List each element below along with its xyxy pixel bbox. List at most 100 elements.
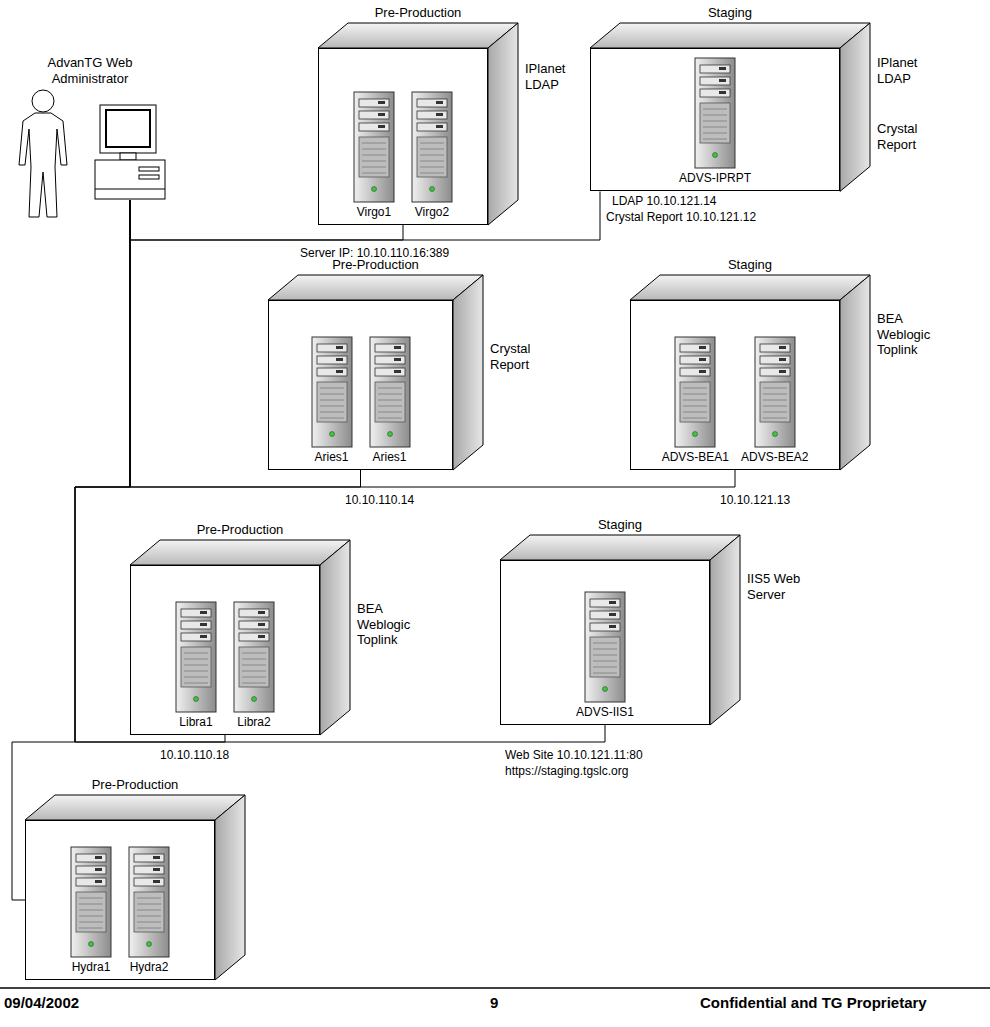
server-icon bbox=[582, 591, 628, 703]
vent-line bbox=[378, 393, 402, 394]
drive-bay bbox=[375, 368, 405, 376]
drive-bay bbox=[375, 356, 405, 364]
drive-slot bbox=[394, 358, 401, 361]
administrator-node: AdvanTG Web Administrator bbox=[15, 55, 175, 200]
box-side-face bbox=[215, 795, 245, 980]
vent-panel bbox=[760, 382, 790, 422]
server-icon bbox=[672, 336, 718, 448]
drive-slot bbox=[436, 125, 443, 128]
drive-slot bbox=[779, 346, 786, 349]
box-side-face bbox=[320, 540, 350, 735]
server-group-box: StagingBEA Weblogic ToplinkADVS-BEA1ADVS… bbox=[630, 300, 840, 470]
drive-bay bbox=[680, 344, 710, 352]
vent-line bbox=[184, 658, 208, 659]
drive-bay bbox=[700, 77, 730, 85]
drive-bay bbox=[317, 344, 347, 352]
server-icon bbox=[126, 846, 172, 958]
vent-line bbox=[242, 676, 266, 677]
vent-line bbox=[320, 399, 344, 400]
vent-line bbox=[362, 172, 386, 173]
drive-slot bbox=[336, 358, 343, 361]
server-case bbox=[585, 592, 625, 702]
server-group-box: Pre-ProductionHydra1Hydra2 bbox=[25, 820, 215, 980]
drive-bay bbox=[417, 123, 447, 131]
address-label: Crystal Report 10.10.121.12 bbox=[606, 210, 756, 224]
vent-line bbox=[242, 652, 266, 653]
vent-line bbox=[420, 160, 444, 161]
drive-slot bbox=[436, 113, 443, 116]
person-figure bbox=[19, 113, 67, 217]
software-label: Crystal Report bbox=[490, 341, 562, 372]
power-led bbox=[89, 941, 94, 946]
drive-bay bbox=[181, 609, 211, 617]
drive-bay bbox=[76, 854, 106, 862]
server-case bbox=[176, 602, 216, 712]
box-side-face bbox=[840, 23, 870, 191]
server-case bbox=[695, 58, 735, 168]
server-icon bbox=[231, 601, 277, 713]
vent-line bbox=[79, 897, 103, 898]
vent-line bbox=[184, 670, 208, 671]
vent-panel bbox=[181, 647, 211, 687]
drive-slot bbox=[200, 635, 207, 638]
vent-line bbox=[420, 142, 444, 143]
drive-slot bbox=[258, 611, 265, 614]
drive-slot bbox=[719, 67, 726, 70]
software-label: BEA Weblogic Toplink bbox=[877, 311, 949, 358]
server-case bbox=[234, 602, 274, 712]
drive-bay bbox=[76, 878, 106, 886]
drive-bay bbox=[134, 878, 164, 886]
power-led bbox=[693, 431, 698, 436]
drive-bay bbox=[700, 89, 730, 97]
vent-line bbox=[79, 915, 103, 916]
server-case bbox=[312, 337, 352, 447]
vent-line bbox=[763, 393, 787, 394]
environment-heading: Pre-Production bbox=[334, 5, 502, 21]
power-led bbox=[372, 186, 377, 191]
drive-slot bbox=[95, 880, 102, 883]
vent-panel bbox=[359, 137, 389, 177]
drive-slot bbox=[95, 856, 102, 859]
environment-heading: Staging bbox=[606, 5, 854, 21]
environment-heading: Staging bbox=[516, 517, 724, 533]
vent-line bbox=[137, 903, 161, 904]
server-name: Libra1 bbox=[179, 715, 212, 729]
vent-line bbox=[362, 154, 386, 155]
address-label: https://staging.tgslc.org bbox=[505, 764, 628, 778]
computer-case bbox=[95, 160, 165, 199]
server-case bbox=[129, 847, 169, 957]
drive-bay bbox=[760, 368, 790, 376]
vent-line bbox=[79, 921, 103, 922]
server-node: Hydra1 bbox=[68, 846, 114, 974]
power-led bbox=[603, 686, 608, 691]
box-side-face bbox=[710, 535, 740, 725]
vent-line bbox=[420, 154, 444, 155]
drive-bay bbox=[760, 344, 790, 352]
vent-line bbox=[763, 387, 787, 388]
vent-line bbox=[242, 658, 266, 659]
drive-slot bbox=[699, 358, 706, 361]
vent-line bbox=[683, 417, 707, 418]
drive-slot bbox=[779, 358, 786, 361]
vent-line bbox=[320, 387, 344, 388]
power-led bbox=[252, 696, 257, 701]
drive-slot bbox=[719, 91, 726, 94]
power-led bbox=[147, 941, 152, 946]
vent-line bbox=[703, 139, 727, 140]
server-node: Libra1 bbox=[173, 601, 219, 729]
server-name: ADVS-BEA1 bbox=[662, 450, 729, 464]
server-icon bbox=[173, 601, 219, 713]
drive-bay bbox=[181, 633, 211, 641]
power-led bbox=[712, 153, 717, 158]
drive-bay bbox=[590, 611, 620, 619]
address-label: Web Site 10.10.121.11:80 bbox=[505, 748, 643, 762]
vent-line bbox=[593, 654, 617, 655]
drive-bay bbox=[359, 99, 389, 107]
drive-bay bbox=[375, 344, 405, 352]
box-top-face bbox=[130, 540, 350, 565]
vent-line bbox=[593, 648, 617, 649]
drive-slot bbox=[719, 79, 726, 82]
vent-line bbox=[420, 166, 444, 167]
drive-slot bbox=[95, 868, 102, 871]
power-led bbox=[194, 696, 199, 701]
